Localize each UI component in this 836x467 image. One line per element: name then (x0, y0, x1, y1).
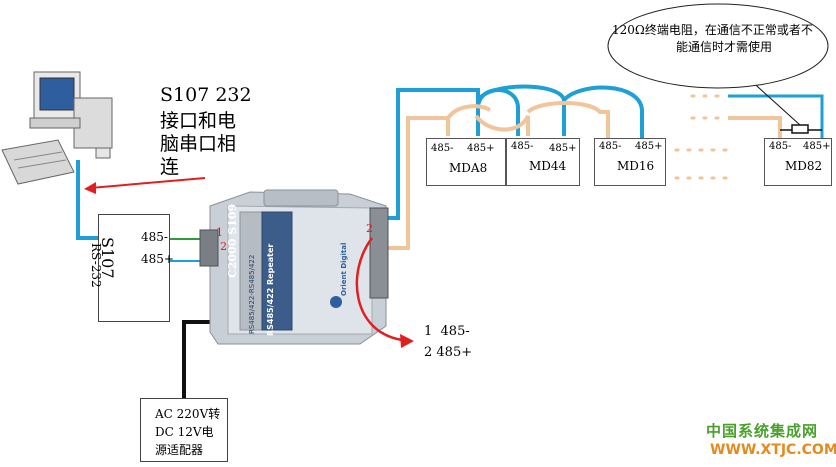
pinout-arrow (355, 237, 403, 342)
terminator-note-line1: 120Ω终端电阻，在通信不正常或者不 (612, 23, 813, 37)
pc-note-line2: 接口和电 (160, 110, 237, 132)
repeater-pin2-right: 2 (366, 222, 373, 235)
power-cable (182, 320, 212, 398)
terminator-note-line2: 能通信时才需使用 (676, 40, 773, 54)
pinout-line2: 2 485+ (424, 345, 473, 360)
module-name: MD82 (785, 159, 823, 173)
resistor-icon (791, 124, 809, 134)
repeater-name: RS485/422 Repeater (266, 243, 275, 336)
power-adapter: AC 220V转 DC 12V电 源适配器 (140, 398, 228, 462)
module-mda8: 485- 485+ MDA8 (426, 138, 506, 186)
pc-note-line4: 连 (160, 156, 180, 178)
pinout-line1: 1 485- (424, 324, 470, 339)
module-plus-label: 485+ (467, 143, 495, 154)
note-callout (607, 3, 829, 89)
module-plus-label: 485+ (549, 143, 577, 154)
repeater-ports: RS485/422-RS485/422 (248, 254, 256, 334)
module-name: MD16 (617, 159, 655, 173)
adapter-line1: AC 220V转 (155, 407, 221, 421)
adapter-line2: DC 12V电 (155, 425, 214, 439)
module-minus-label: 485- (511, 141, 534, 152)
bus-continuation (674, 94, 730, 180)
repeater-pin1: 1 (216, 226, 223, 239)
adapter-line3: 源适配器 (155, 443, 204, 457)
watermark-url: WWW.XTJC.COM (710, 442, 836, 458)
module-plus-label: 485+ (803, 141, 831, 152)
watermark-cn: 中国系统集成网 (706, 422, 819, 440)
pc-note-line1: S107 232 (160, 84, 252, 106)
module-minus-label: 485- (599, 141, 622, 152)
module-minus-label: 485- (769, 141, 792, 152)
repeater-brand: Orient Digital (340, 242, 348, 296)
module-minus-label: 485- (431, 143, 454, 154)
module-md16: 485- 485+ MD16 (594, 138, 666, 186)
module-name: MD44 (529, 159, 567, 173)
computer-icon (1, 71, 113, 185)
pc-note-line3: 脑串口相 (160, 133, 237, 155)
repeater-device (199, 189, 389, 345)
module-md82: 485- 485+ MD82 (764, 138, 832, 186)
module-plus-label: 485+ (635, 141, 663, 152)
note-arrow (89, 177, 206, 189)
bus-orange (380, 116, 450, 250)
s107-pin-minus: 485- (141, 230, 168, 244)
s107-pin-plus: 485+ (141, 252, 174, 266)
s107-converter: S107 RS-232 485- 485+ (89, 214, 174, 322)
repeater-pin2: 2 (220, 240, 227, 253)
repeater-model: C2000 S109 (226, 203, 239, 278)
module-name: MDA8 (449, 161, 488, 175)
module-md44: 485- 485+ MD44 (506, 138, 580, 186)
pc-cable (76, 160, 100, 240)
s107-subtitle: RS-232 (89, 243, 103, 288)
